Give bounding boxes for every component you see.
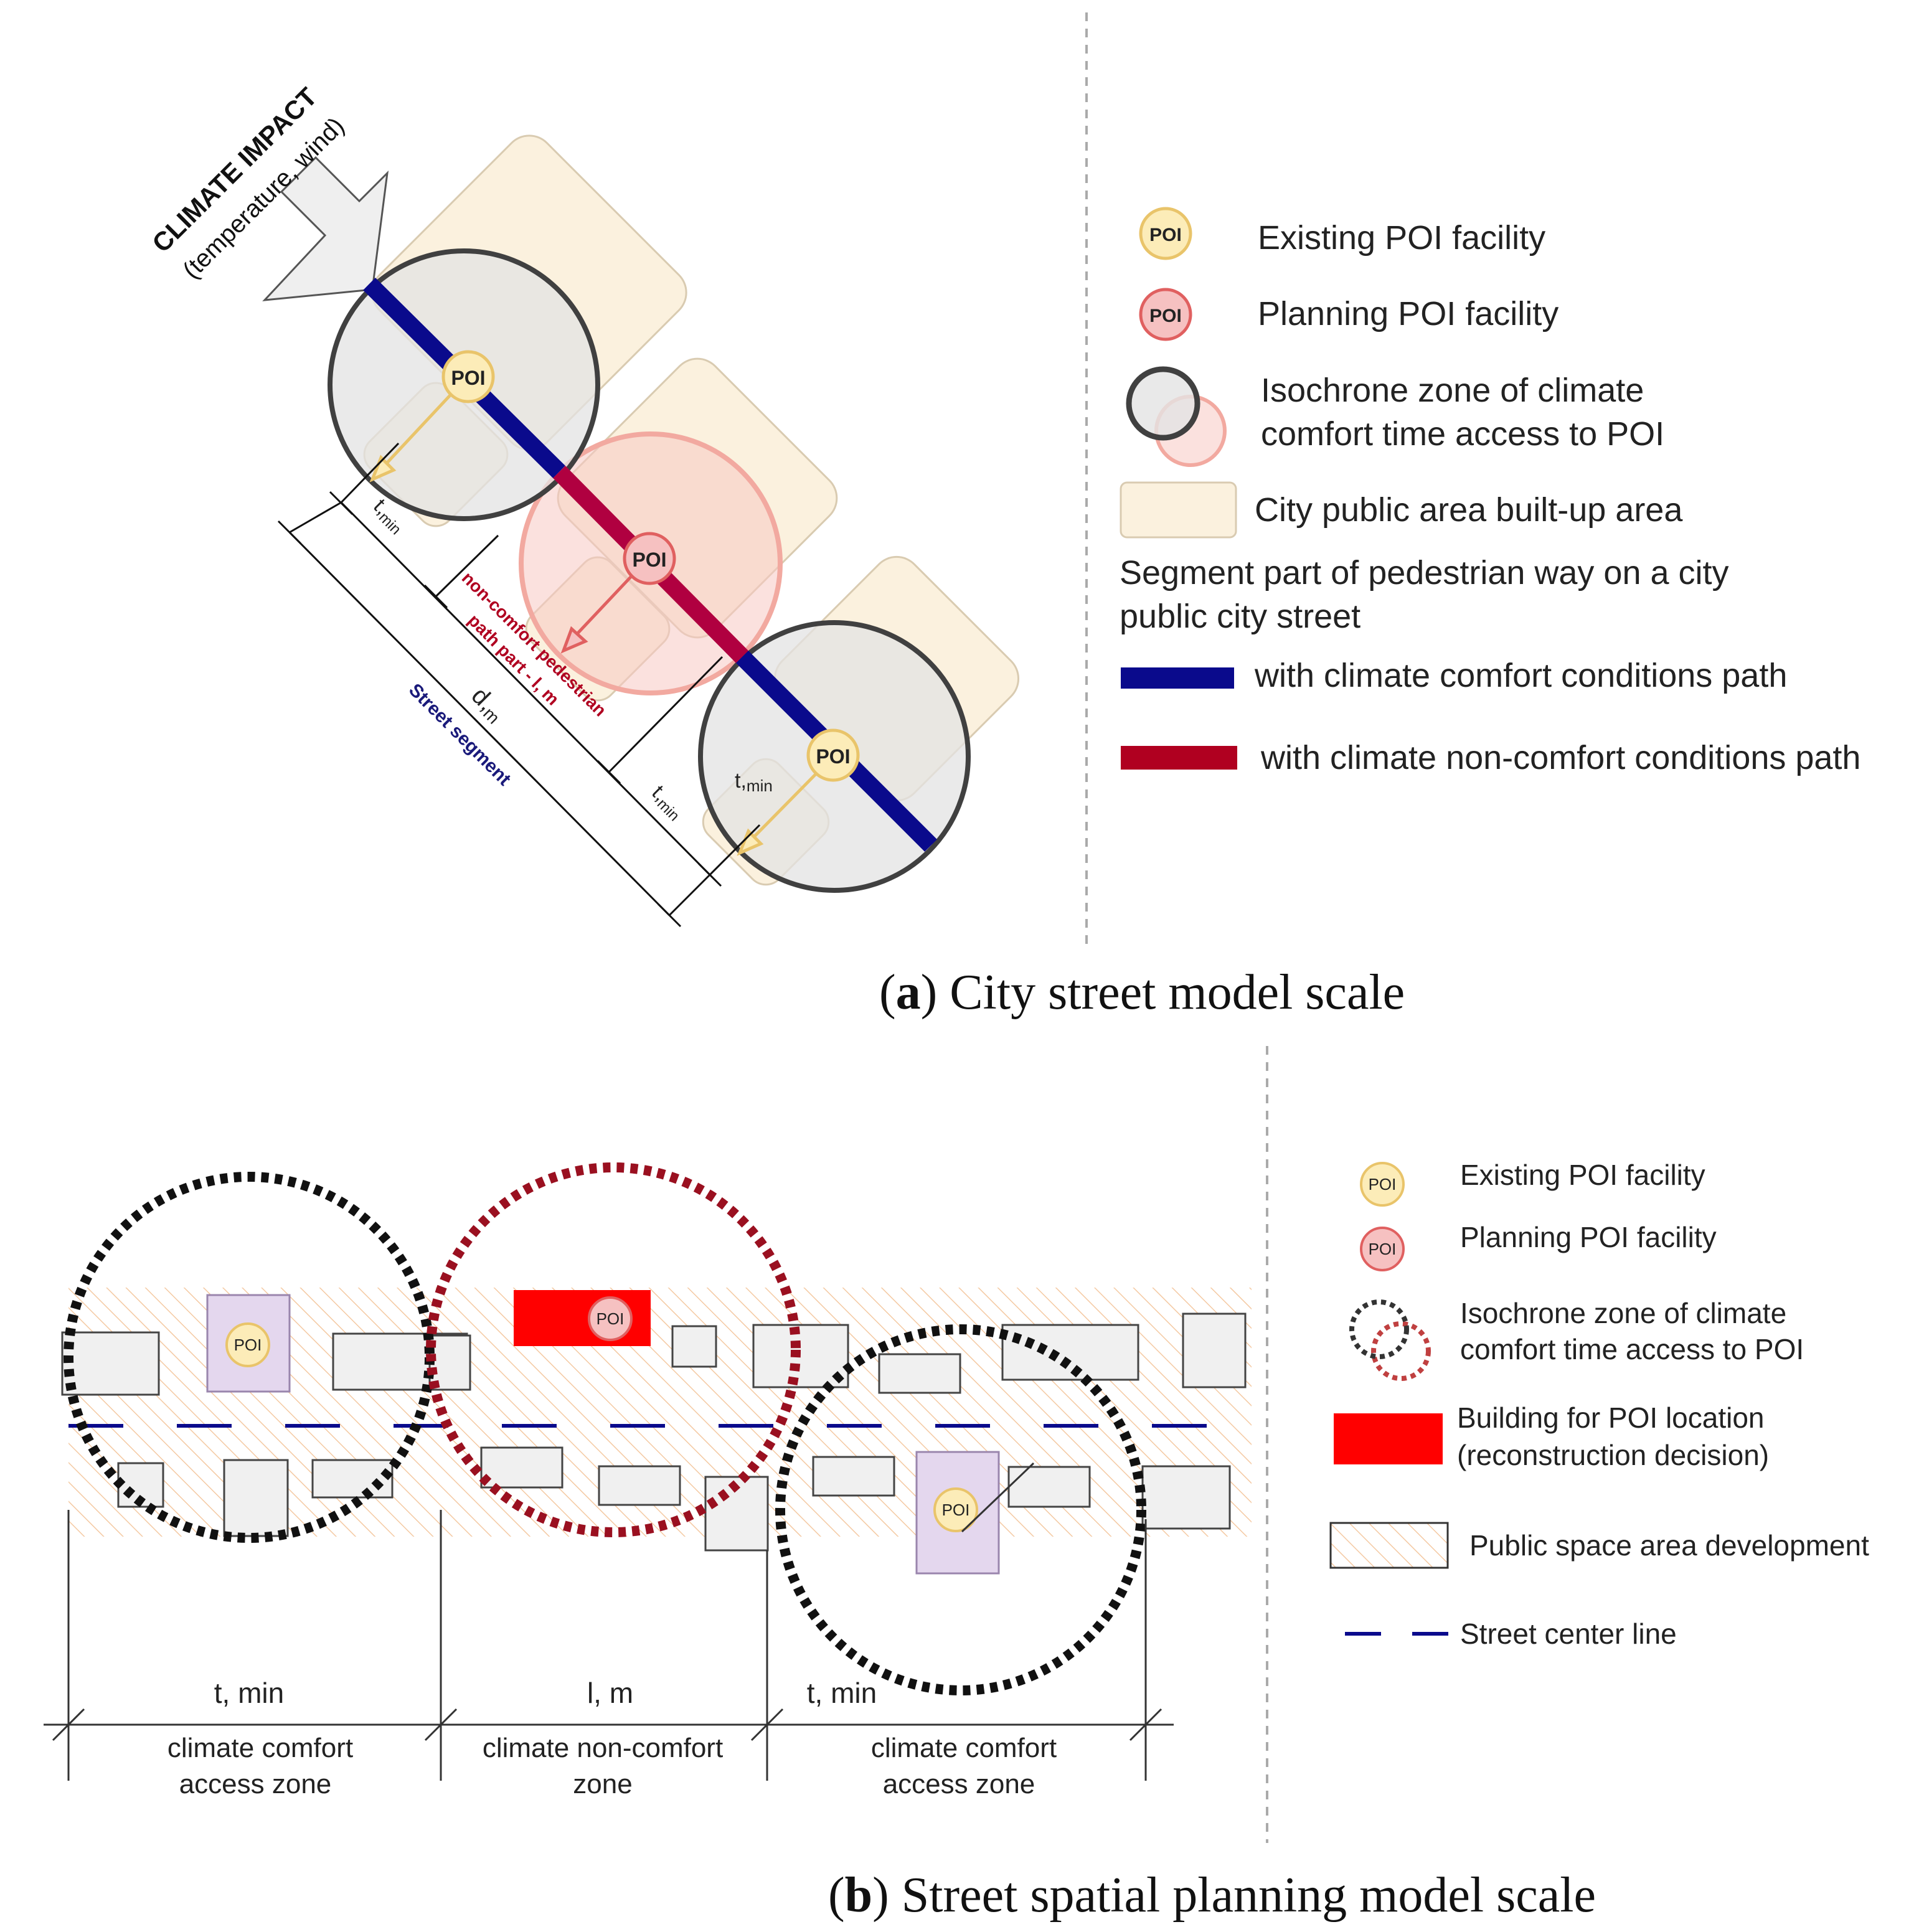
dim-t-min-2: t,min [646, 781, 689, 824]
legend-b-planning-icon: POI [1360, 1227, 1405, 1271]
legend-a-existing-icon: POI [1139, 207, 1192, 260]
svg-text:POI: POI [234, 1336, 262, 1354]
legend-a-isochrone-icon [1126, 366, 1227, 467]
svg-text:POI: POI [597, 1309, 625, 1328]
dim-d-m: d,m [465, 682, 511, 727]
legend-a-noncomfort-path: with climate non-comfort conditions path [1260, 739, 1860, 776]
zone1-line2: access zone [179, 1769, 332, 1799]
svg-text:POI: POI [1369, 1175, 1397, 1194]
panel-b: POI POI POI t, min l, m t, min climate c… [44, 1046, 1869, 1923]
svg-text:POI: POI [632, 549, 666, 571]
legend-a-builtup-swatch [1120, 481, 1237, 539]
zone2-line2: zone [573, 1769, 632, 1799]
legend-a-comfort-swatch [1121, 667, 1234, 689]
poi-b-existing-1: POI [225, 1322, 270, 1367]
svg-text:POI: POI [1369, 1240, 1397, 1258]
legend-b-center-line: Street center line [1460, 1618, 1677, 1650]
legend-a-existing: Existing POI facility [1258, 219, 1545, 257]
legend-a-isochrone-line1: Isochrone zone of climate [1261, 372, 1644, 409]
legend-b-public-space: Public space area development [1469, 1529, 1869, 1562]
svg-text:POI: POI [451, 367, 485, 389]
legend-a-segment-line1: Segment part of pedestrian way on a city [1120, 554, 1729, 591]
legend-a-isochrone-line2: comfort time access to POI [1261, 415, 1664, 453]
legend-b-isochrone-line2: comfort time access to POI [1460, 1333, 1804, 1365]
legend-b-public-space-swatch [1329, 1522, 1449, 1569]
poi-existing-2: POI [806, 728, 860, 782]
panel-a: CLIMATE IMPACT (temperature, wind) POI [146, 12, 1860, 1020]
legend-b-building-line2: (reconstruction decision) [1457, 1439, 1769, 1471]
climate-impact-arrow [262, 156, 389, 301]
legend-b-isochrone-icon [1349, 1299, 1431, 1381]
dim-b-t-min-right: t, min [807, 1677, 877, 1709]
svg-text:POI: POI [1149, 306, 1182, 326]
legend-a-segment-line2: public city street [1120, 598, 1360, 635]
legend-b-isochrone-line1: Isochrone zone of climate [1460, 1297, 1786, 1329]
caption-a: (a) City street model scale [879, 965, 1405, 1020]
legend-a-builtup: City public area built-up area [1255, 491, 1683, 529]
svg-text:POI: POI [942, 1501, 970, 1519]
legend-a: POI Existing POI facility POI Planning P… [1120, 207, 1860, 776]
zone3-line1: climate comfort [871, 1733, 1057, 1763]
poi-b-existing-2: POI [933, 1487, 978, 1532]
legend-b-building-swatch [1334, 1413, 1443, 1464]
poi-b-planning-1: POI [588, 1296, 633, 1341]
zone2-line1: climate non-comfort [483, 1733, 723, 1763]
legend-a-noncomfort-swatch [1121, 746, 1237, 770]
legend-a-planning-icon: POI [1139, 288, 1192, 341]
legend-a-comfort-path: with climate comfort conditions path [1254, 657, 1787, 694]
isochrone-b-2 [426, 1162, 801, 1537]
legend-b-existing: Existing POI facility [1460, 1159, 1705, 1191]
caption-b: (b) Street spatial planning model scale [828, 1868, 1596, 1923]
isochrone-b-3 [775, 1324, 1146, 1695]
poi-planning-1: POI [623, 532, 676, 585]
dimension-lines-b [44, 1510, 1174, 1781]
svg-text:POI: POI [816, 745, 850, 768]
zone1-line1: climate comfort [167, 1733, 353, 1763]
dim-b-l-m: l, m [587, 1677, 633, 1709]
dimension-lines [277, 442, 761, 928]
zone3-line2: access zone [883, 1769, 1035, 1799]
poi-existing-1: POI [441, 350, 495, 403]
legend-b-planning: Planning POI facility [1460, 1221, 1717, 1253]
legend-b-building-line1: Building for POI location [1457, 1402, 1765, 1434]
street-buildings [61, 1312, 1247, 1552]
legend-b: POI Existing POI facility POI Planning P… [1329, 1159, 1869, 1650]
svg-text:POI: POI [1149, 225, 1182, 245]
poi-b-pointer [961, 1462, 1035, 1533]
dim-t-min-3: t,min [735, 769, 773, 795]
legend-a-planning: Planning POI facility [1258, 295, 1559, 332]
dim-b-t-min-left: t, min [214, 1677, 284, 1709]
legend-b-existing-icon: POI [1360, 1162, 1405, 1207]
